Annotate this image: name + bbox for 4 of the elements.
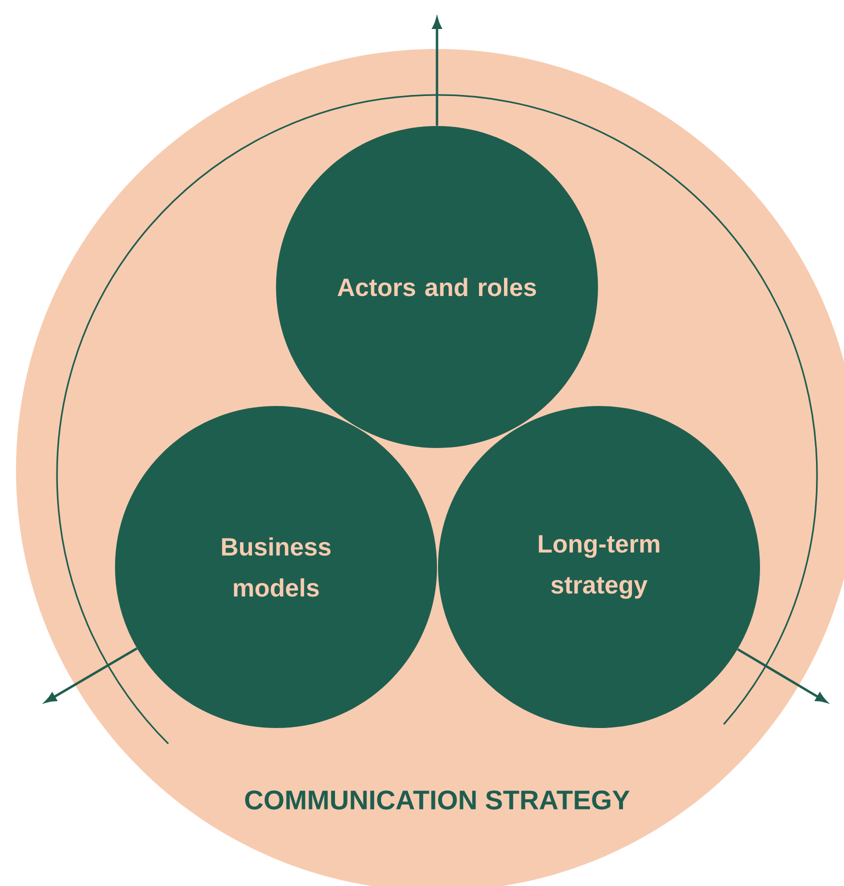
circle-title: COMMUNICATION STRATEGY [245,790,630,810]
node-label: Actors and roles [338,278,536,296]
arrow [45,647,138,703]
arrow [737,648,827,703]
